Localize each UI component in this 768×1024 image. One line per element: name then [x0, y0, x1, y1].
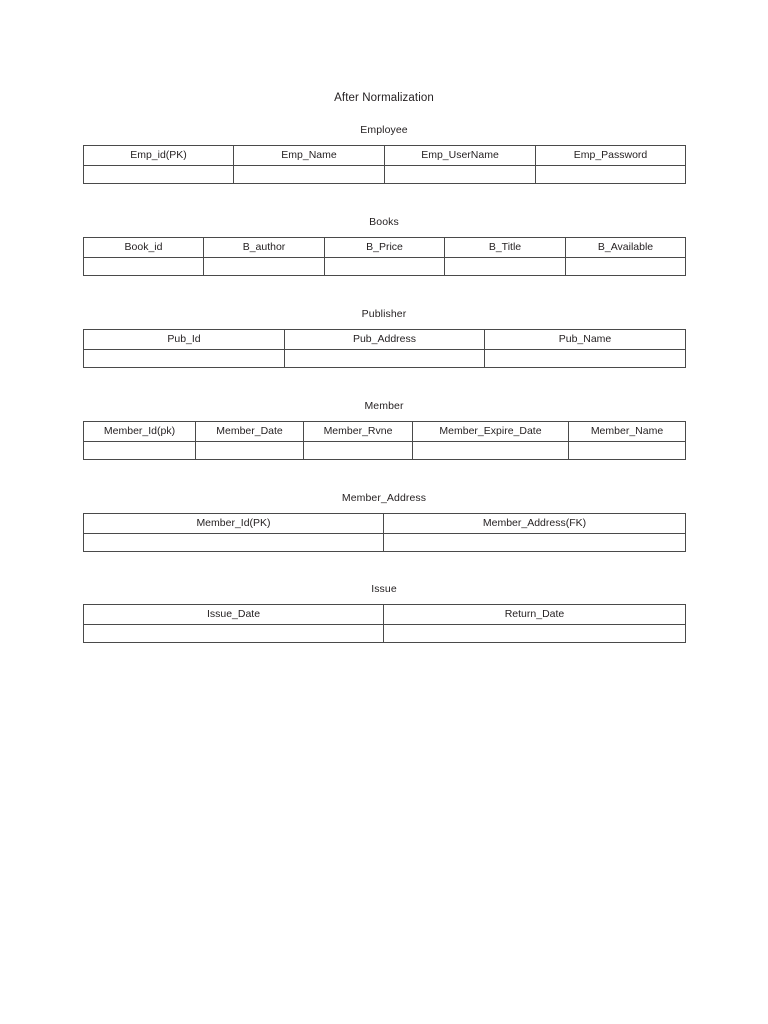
table-cell — [203, 257, 325, 276]
table-cell — [83, 349, 285, 368]
column-header: Member_Id(PK) — [83, 513, 384, 534]
column-header: Member_Id(pk) — [83, 421, 196, 442]
table-row — [83, 624, 686, 643]
table-cell — [324, 257, 445, 276]
table-wrapper-member-address: Member_Id(PK)Member_Address(FK) — [83, 513, 686, 552]
column-header: Emp_id(PK) — [83, 145, 234, 166]
column-header: B_Price — [324, 237, 445, 258]
column-header: Book_id — [83, 237, 204, 258]
table-row — [83, 257, 686, 276]
table-cell — [412, 441, 569, 460]
column-header: Member_Name — [568, 421, 686, 442]
table-cell — [383, 624, 686, 643]
column-header: B_author — [203, 237, 325, 258]
column-header: Return_Date — [383, 604, 686, 625]
column-header: Pub_Name — [484, 329, 686, 350]
column-header: Member_Date — [195, 421, 304, 442]
column-header: Pub_Id — [83, 329, 285, 350]
section-label-employee: Employee — [360, 124, 408, 136]
column-header: Emp_UserName — [384, 145, 536, 166]
table-cell — [83, 441, 196, 460]
column-header: B_Title — [444, 237, 566, 258]
table-cell — [384, 165, 536, 184]
table-cell — [284, 349, 485, 368]
table-cell — [83, 624, 384, 643]
table-cell — [83, 165, 234, 184]
section-label-publisher: Publisher — [361, 308, 407, 320]
table-row — [83, 349, 686, 368]
section-label-member: Member — [364, 400, 404, 412]
page-title: After Normalization — [334, 92, 434, 104]
table-cell — [195, 441, 304, 460]
section-label-member-address: Member_Address — [341, 492, 427, 504]
table-cell — [83, 533, 384, 552]
column-header: Emp_Name — [233, 145, 385, 166]
table-row — [83, 165, 686, 184]
column-header: Member_Address(FK) — [383, 513, 686, 534]
schema-table-member-address: Member_Id(PK)Member_Address(FK) — [83, 513, 686, 552]
column-header: Member_Rvne — [303, 421, 413, 442]
column-header: Pub_Address — [284, 329, 485, 350]
section-label-books: Books — [369, 216, 399, 228]
table-cell — [568, 441, 686, 460]
table-cell — [383, 533, 686, 552]
table-cell — [535, 165, 686, 184]
column-header: Issue_Date — [83, 604, 384, 625]
column-header: B_Available — [565, 237, 686, 258]
table-cell — [444, 257, 566, 276]
table-cell — [565, 257, 686, 276]
column-header: Member_Expire_Date — [412, 421, 569, 442]
table-cell — [83, 257, 204, 276]
section-label-issue: Issue — [371, 583, 397, 595]
column-header: Emp_Password — [535, 145, 686, 166]
table-row — [83, 533, 686, 552]
table-row — [83, 441, 686, 460]
table-cell — [303, 441, 413, 460]
table-header-row: Member_Id(PK)Member_Address(FK) — [83, 513, 686, 534]
table-cell — [484, 349, 686, 368]
table-cell — [233, 165, 385, 184]
